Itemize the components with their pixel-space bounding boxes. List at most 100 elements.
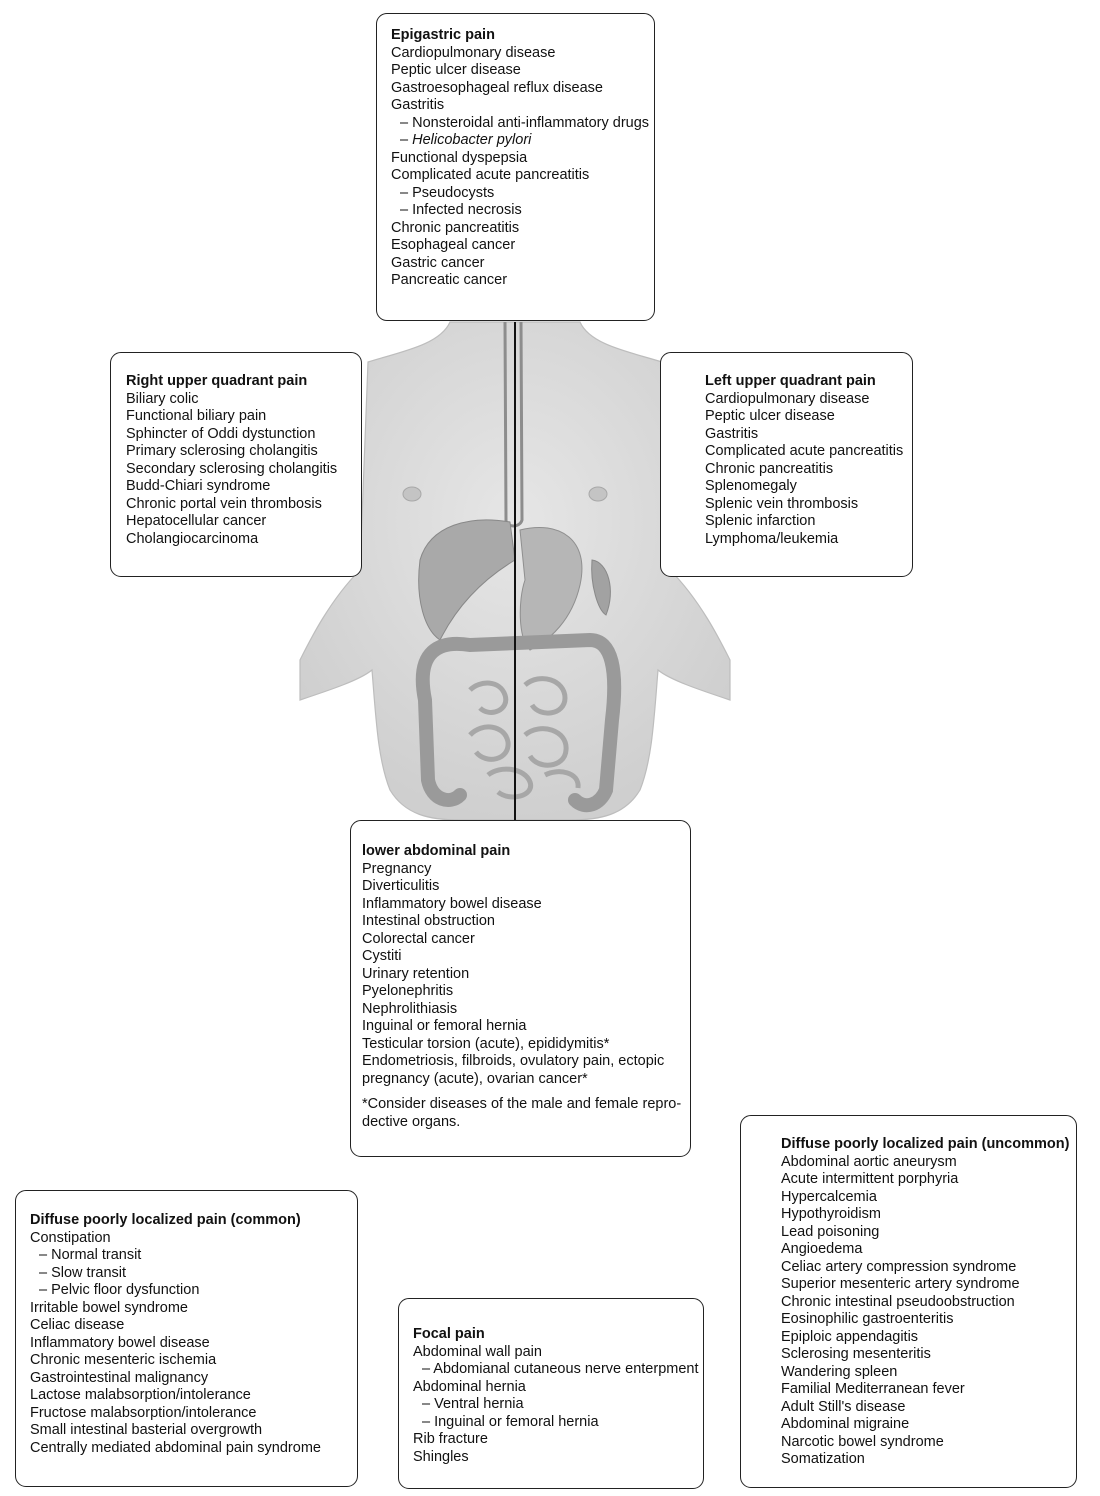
lower-abdominal-title: lower abdominal pain <box>362 843 511 859</box>
list-item: Gastric cancer <box>391 254 485 271</box>
list-item: Inflammatory bowel disease <box>30 1334 210 1351</box>
list-item: Gastritis <box>391 97 445 113</box>
list-item: Chronic mesenteric ischemia <box>30 1352 217 1368</box>
list-item: Esophageal cancer <box>391 237 516 253</box>
list-item: Complicated acute pancreatitis <box>391 167 590 183</box>
list-item: Endometriosis, filbroids, ovulatory pain… <box>362 1053 665 1069</box>
list-item: Diverticulitis <box>362 878 440 894</box>
list-item: Cholangiocarcinoma <box>126 530 259 547</box>
esophagus <box>503 321 524 528</box>
sub-list-item: – Abdomianal cutaneous nerve enterpment <box>422 1361 699 1377</box>
list-item: Chronic pancreatitis <box>391 219 520 236</box>
sub-list-item: – Nonsteroidal anti-inflammatory drugs <box>400 114 650 131</box>
list-item: Abdominal aortic aneurysm <box>781 1153 957 1170</box>
sub-list-item: – Helicobacter pylori <box>400 132 532 148</box>
list-item: Angioedema <box>781 1241 863 1257</box>
list-item: Inguinal or femoral hernia <box>362 1018 527 1034</box>
list-item: Small intestinal basterial overgrowth <box>30 1422 263 1438</box>
list-item: Celiac disease <box>30 1317 125 1333</box>
list-item: Familial Mediterranean fever <box>781 1381 965 1397</box>
list-item: Gastrointestinal malignancy <box>30 1369 209 1386</box>
small-intestine <box>468 676 581 800</box>
list-item: Splenomegaly <box>705 478 797 494</box>
list-item: Urinary retention <box>362 965 470 982</box>
list-item: Colorectal cancer <box>362 930 475 947</box>
list-item: Peptic ulcer disease <box>391 62 521 78</box>
list-item: Eosinophilic gastroenteritis <box>781 1311 954 1327</box>
list-item: Abdominal hernia <box>413 1378 526 1395</box>
list-item: Biliary colic <box>126 390 199 407</box>
left-upper-quadrant-box: Left upper quadrant pain Cardiopulmonary… <box>660 352 913 577</box>
footnote-line: *Consider diseases of the male and femal… <box>362 1096 682 1112</box>
sub-list-item: – Pelvic floor dysfunction <box>39 1282 200 1298</box>
list-item: Celiac artery compression syndrome <box>781 1258 1017 1275</box>
list-item: Abdominal migraine <box>781 1416 910 1432</box>
left-nipple <box>588 486 608 502</box>
list-item: Primary sclerosing cholangitis <box>126 443 318 459</box>
sub-list-item: – Infected necrosis <box>400 202 522 218</box>
spleen <box>591 559 611 616</box>
list-item: Pancreatic cancer <box>391 272 508 288</box>
list-item: Testicular torsion (acute), epididymitis… <box>362 1035 610 1052</box>
diffuse-common-box: Diffuse poorly localized pain (common) C… <box>15 1190 358 1487</box>
list-item: Adult Still's disease <box>781 1398 906 1415</box>
list-item: Epiploic appendagitis <box>781 1328 919 1345</box>
list-item: Splenic infarction <box>705 513 816 529</box>
sub-list-item: – Slow transit <box>39 1264 127 1281</box>
list-item: Abdominal wall pain <box>413 1343 542 1360</box>
list-item: Splenic vein thrombosis <box>705 495 859 512</box>
list-item: Superior mesenteric artery syndrome <box>781 1276 1020 1292</box>
epigastric-pain-title: Epigastric pain <box>391 27 495 43</box>
list-item: Chronic portal vein thrombosis <box>126 495 322 512</box>
left-upper-quadrant-title: Left upper quadrant pain <box>705 373 876 389</box>
diffuse-common-title: Diffuse poorly localized pain (common) <box>30 1212 301 1228</box>
list-item: Inflammatory bowel disease <box>362 895 542 912</box>
sub-list-item: – Pseudocysts <box>400 184 495 201</box>
focal-pain-box: Focal pain Abdominal wall pain– Abdomian… <box>398 1298 704 1489</box>
list-item: Lactose malabsorption/intolerance <box>30 1387 251 1403</box>
list-item: Cardiopulmonary disease <box>705 390 870 407</box>
list-item: Constipation <box>30 1229 111 1246</box>
footnote-line: dective organs. <box>362 1113 461 1130</box>
list-item: Chronic intestinal pseudoobstruction <box>781 1293 1015 1310</box>
list-item: Acute intermittent porphyria <box>781 1171 959 1187</box>
list-item: Centrally mediated abdominal pain syndro… <box>30 1439 321 1456</box>
list-item: Shingles <box>413 1448 469 1465</box>
list-item: Wandering spleen <box>781 1363 898 1380</box>
list-item: Hepatocellular cancer <box>126 513 267 529</box>
sub-list-item: – Ventral hernia <box>422 1396 524 1412</box>
list-item: Sclerosing mesenteritis <box>781 1346 931 1362</box>
list-item: Narcotic bowel syndrome <box>781 1433 944 1450</box>
diffuse-uncommon-title: Diffuse poorly localized pain (uncommon) <box>781 1136 1070 1152</box>
list-item: pregnancy (acute), ovarian cancer* <box>362 1070 588 1087</box>
list-item: Gastroesophageal reflux disease <box>391 79 603 96</box>
list-item: Cystiti <box>362 948 402 964</box>
diffuse-common-list: Constipation– Normal transit– Slow trans… <box>30 1230 321 1458</box>
sub-list-item: – Normal transit <box>39 1247 142 1263</box>
list-item: Hypothyroidism <box>781 1206 881 1222</box>
list-item: Complicated acute pancreatitis <box>705 443 904 459</box>
list-item: Somatization <box>781 1451 865 1467</box>
list-item: Lymphoma/leukemia <box>705 530 839 547</box>
diffuse-uncommon-box: Diffuse poorly localized pain (uncommon)… <box>740 1115 1077 1488</box>
list-item: Cardiopulmonary disease <box>391 44 556 61</box>
list-item: Pyelonephritis <box>362 983 454 999</box>
colon <box>415 632 622 813</box>
list-item: Secondary sclerosing cholangitis <box>126 460 338 477</box>
list-item: Functional biliary pain <box>126 408 267 424</box>
list-item: Irritable bowel syndrome <box>30 1299 188 1316</box>
list-item: Peptic ulcer disease <box>705 408 835 424</box>
lower-abdominal-footnote: *Consider diseases of the male and femal… <box>362 1096 681 1131</box>
list-item: Intestinal obstruction <box>362 913 495 929</box>
list-item: Sphincter of Oddi dystunction <box>126 425 316 442</box>
sub-list-item: – Inguinal or femoral hernia <box>422 1413 599 1430</box>
focal-pain-list: Abdominal wall pain– Abdomianal cutaneou… <box>413 1344 699 1467</box>
list-item: Chronic pancreatitis <box>705 460 834 477</box>
list-item: Functional dyspepsia <box>391 149 528 166</box>
